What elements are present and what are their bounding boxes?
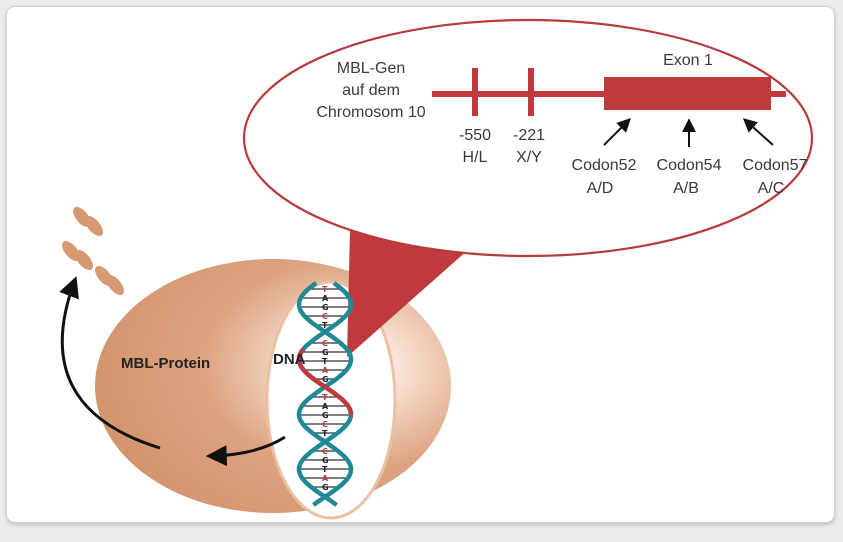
dna-base-letter: T [322,429,328,438]
figure-panel: MBL-Gen auf dem Chromosom 10 Exon 1 -550… [6,6,835,523]
mbl-protein-label: MBL-Protein [121,355,210,372]
promoter-alleles-2: X/Y [516,149,542,166]
promoter-pos-1: -550 [459,127,491,144]
exon-label: Exon 1 [663,52,713,69]
dna-base-letter: T [322,285,328,294]
dna-base-letter: T [322,321,328,330]
codon52-label: Codon52 [572,157,637,174]
codon54-alleles: A/B [673,180,699,197]
dna-base-letter: T [322,465,328,474]
gene-title-line-3: Chromosom 10 [316,104,425,121]
callout-pointer [347,229,469,357]
dna-strand-gene-segment [296,347,354,416]
dna-base-letter: G [322,483,329,492]
dna-base-letter: A [322,402,329,411]
codon57-arrow [742,118,774,146]
dna-base-letter: G [322,375,329,384]
dna-base-letter: G [322,303,329,312]
dna-base-letter: T [322,357,328,366]
promoter-alleles-1: H/L [463,149,488,166]
dna-base-letter: T [322,393,328,402]
gene-title-line-1: MBL-Gen [337,60,405,77]
dna-label: DNA [273,351,306,368]
dna-base-letter: C [322,312,328,321]
codon54-label: Codon54 [657,157,722,174]
export-arrow-upper [59,276,161,450]
codon52-arrow [603,118,631,146]
codon57-label: Codon57 [743,157,808,174]
promoter-pos-2: -221 [513,127,545,144]
dna-base-letter: C [322,447,328,456]
codon57-alleles: A/C [758,180,785,197]
export-arrow-lower [205,435,286,467]
exon-1-box [604,77,771,110]
gene-title-line-2: auf dem [342,82,400,99]
dna-base-letter: G [322,411,329,420]
dna-base-letter: A [322,474,329,483]
dna-strand-teal-2 [296,281,354,507]
dna-base-letter: C [322,339,328,348]
mbl-gene-diagram: MBL-Gen auf dem Chromosom 10 Exon 1 -550… [59,18,814,520]
dna-base-letter: A [322,366,329,375]
promoter-marker-221 [528,68,534,116]
dna-base-letter: C [322,420,328,429]
dna-base-letter: G [322,456,329,465]
promoter-marker-550 [472,68,478,116]
dna-base-letter: A [322,294,329,303]
protein-fragments [62,207,124,295]
dna-base-letter: G [322,348,329,357]
codon52-alleles: A/D [587,180,614,197]
